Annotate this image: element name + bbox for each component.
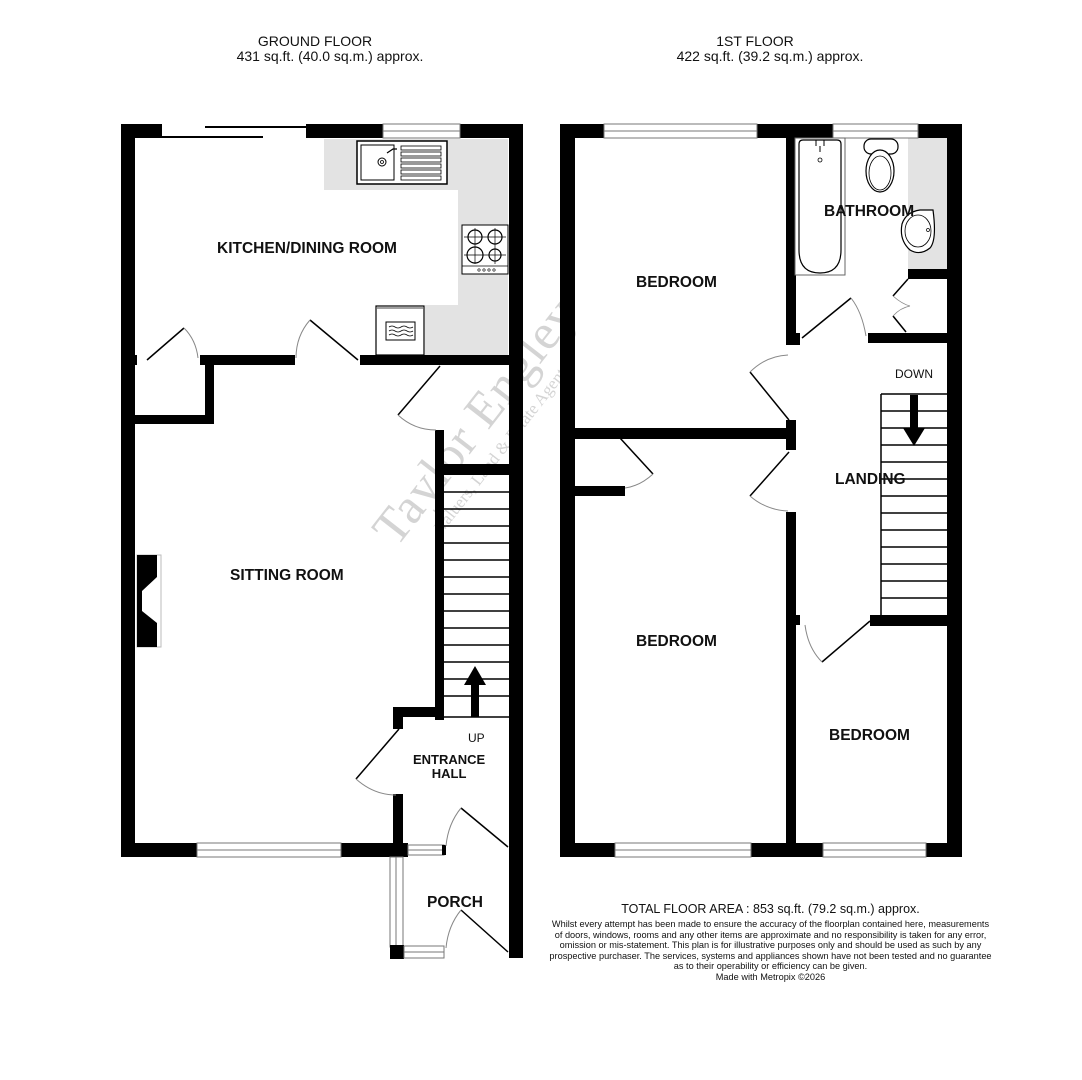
wall	[121, 843, 197, 857]
room-label-bedroom-2: BEDROOM	[636, 633, 717, 650]
basin-icon	[900, 209, 936, 254]
kitchen-sink-icon	[356, 140, 448, 185]
wall	[786, 512, 796, 857]
wall	[360, 355, 523, 365]
room-label-porch: PORCH	[427, 894, 483, 911]
room-label-sitting-room: SITTING ROOM	[230, 567, 344, 584]
wall	[435, 430, 444, 720]
wall	[751, 843, 823, 857]
stairs-up-arrow-icon	[464, 666, 486, 685]
first-floor-header: 1ST FLOOR 422 sq.ft. (39.2 sq.m.) approx…	[640, 34, 900, 64]
wall	[870, 615, 962, 626]
bathtub-icon	[794, 137, 846, 276]
wall	[947, 124, 962, 857]
made-with-credit: Made with Metropix ©2026	[715, 971, 826, 982]
ground-floor-area: 431 sq.ft. (40.0 sq.m.) approx.	[236, 48, 424, 64]
room-label-landing: LANDING	[835, 471, 906, 488]
wall	[393, 794, 403, 857]
wall	[306, 124, 383, 138]
room-label-entrance-hall: ENTRANCE HALL	[413, 753, 485, 781]
room-label-entrance: ENTRANCE	[413, 752, 486, 767]
room-label-hall: HALL	[431, 766, 467, 781]
wall	[460, 124, 523, 138]
room-label-bedroom-3: BEDROOM	[829, 727, 910, 744]
wall	[121, 124, 135, 857]
wall	[786, 124, 796, 342]
kitchen-worktop	[324, 139, 508, 356]
first-floor-area: 422 sq.ft. (39.2 sq.m.) approx.	[676, 48, 864, 64]
wall	[509, 124, 523, 958]
ground-floor-header: GROUND FLOOR 431 sq.ft. (40.0 sq.m.) app…	[200, 34, 460, 64]
wall	[393, 707, 444, 717]
wall	[926, 843, 962, 857]
wall	[910, 395, 918, 429]
footer-notes: TOTAL FLOOR AREA : 853 sq.ft. (79.2 sq.m…	[548, 902, 993, 982]
door-swings-first	[619, 278, 911, 663]
disclaimer-text: Whilst every attempt has been made to en…	[549, 919, 992, 971]
ground-floor-plan	[121, 123, 523, 959]
first-floor-plan	[560, 123, 962, 858]
hob-icon	[461, 224, 509, 275]
toilet-icon	[863, 138, 899, 193]
room-label-bedroom-1: BEDROOM	[636, 274, 717, 291]
wall	[560, 124, 575, 857]
wall	[200, 355, 295, 365]
wall	[471, 680, 479, 717]
wall	[121, 415, 214, 424]
stairs-down-arrow-icon	[903, 428, 925, 446]
boiler-icon	[375, 305, 425, 356]
stairs-up-label: UP	[468, 731, 485, 745]
wall	[786, 333, 800, 345]
wall	[560, 843, 615, 857]
ground-floor-title: GROUND FLOOR	[257, 33, 373, 49]
stairs-down-label: DOWN	[895, 367, 933, 381]
door-swings	[146, 319, 509, 953]
wall	[205, 365, 214, 423]
wall	[121, 355, 137, 365]
wall	[918, 124, 962, 138]
wall	[908, 269, 962, 279]
wall	[868, 333, 962, 343]
fireplace-icon	[136, 554, 162, 648]
wall	[575, 486, 625, 496]
room-label-kitchen-dining: KITCHEN/DINING ROOM	[217, 240, 397, 257]
wall	[560, 124, 604, 138]
wall	[121, 124, 162, 138]
room-label-bathroom: BATHROOM	[824, 203, 915, 220]
wall	[393, 707, 403, 729]
wall	[786, 615, 800, 625]
wall	[435, 464, 523, 475]
staircase-down	[880, 393, 947, 615]
wall	[560, 428, 796, 439]
wall	[341, 843, 408, 857]
total-floor-area: TOTAL FLOOR AREA : 853 sq.ft. (79.2 sq.m…	[621, 902, 920, 916]
first-floor-title: 1ST FLOOR	[716, 33, 794, 49]
